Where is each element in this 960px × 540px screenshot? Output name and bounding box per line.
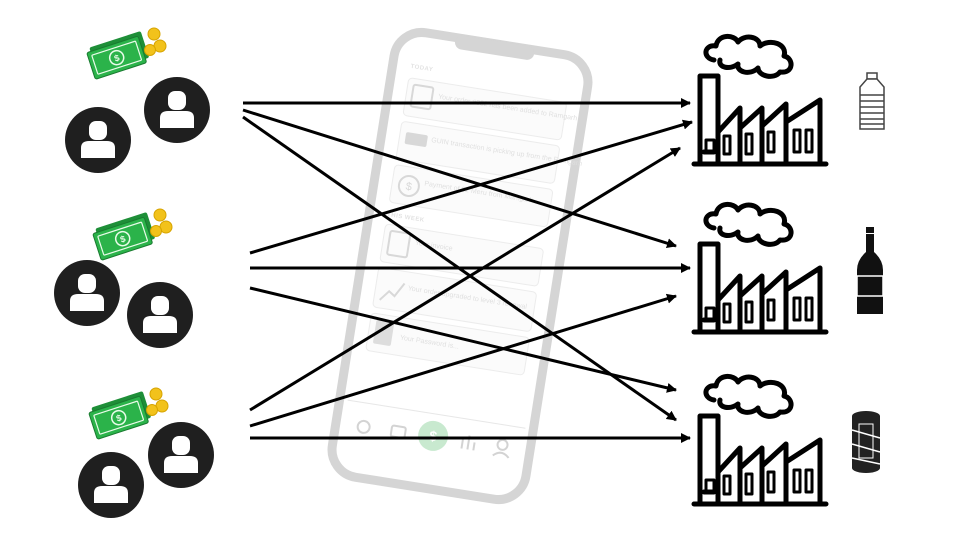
consumer-group-2 xyxy=(54,208,193,348)
phone-section-week: THIS WEEK xyxy=(387,212,425,224)
arrow-group3-factory2 xyxy=(249,293,677,428)
phone-section-today: TODAY xyxy=(410,64,434,73)
consumer-group-3 xyxy=(78,387,214,518)
dollar-button-icon xyxy=(418,420,449,451)
money-icon xyxy=(86,387,169,441)
can-icon xyxy=(851,411,881,473)
phone-notification: Your order upgraded to level 3 renewal xyxy=(372,267,537,332)
svg-text:$: $ xyxy=(428,427,438,444)
user-avatar-icon xyxy=(148,422,214,488)
consumer-group-1 xyxy=(65,27,210,173)
arrow-group3-factory1 xyxy=(249,146,681,412)
user-avatar-icon xyxy=(127,282,193,348)
factory-icon xyxy=(694,376,826,504)
arrow-group2-factory3 xyxy=(249,286,677,393)
arrow-group1-factory2 xyxy=(242,108,677,249)
arrow-connections xyxy=(242,98,693,443)
factory-icon xyxy=(694,36,826,164)
user-avatar-icon xyxy=(144,77,210,143)
money-icon xyxy=(90,208,173,262)
glass-bottle-icon xyxy=(856,227,884,314)
plastic-bottle-icon xyxy=(859,72,885,130)
user-avatar-icon xyxy=(65,107,131,173)
phone-notification: GUIN transaction is picking up from the … xyxy=(396,121,583,184)
user-avatar-icon xyxy=(54,260,120,326)
profile-icon xyxy=(496,438,509,451)
phone-nav-bar: $ xyxy=(356,419,510,459)
svg-text:$: $ xyxy=(405,181,413,194)
background-phone: TODAY Your order #332 has been added to … xyxy=(327,27,593,505)
factory-icon xyxy=(694,204,826,332)
home-icon xyxy=(356,419,371,434)
money-icon xyxy=(84,27,167,81)
user-avatar-icon xyxy=(78,452,144,518)
arrow-group2-factory1 xyxy=(249,119,693,255)
